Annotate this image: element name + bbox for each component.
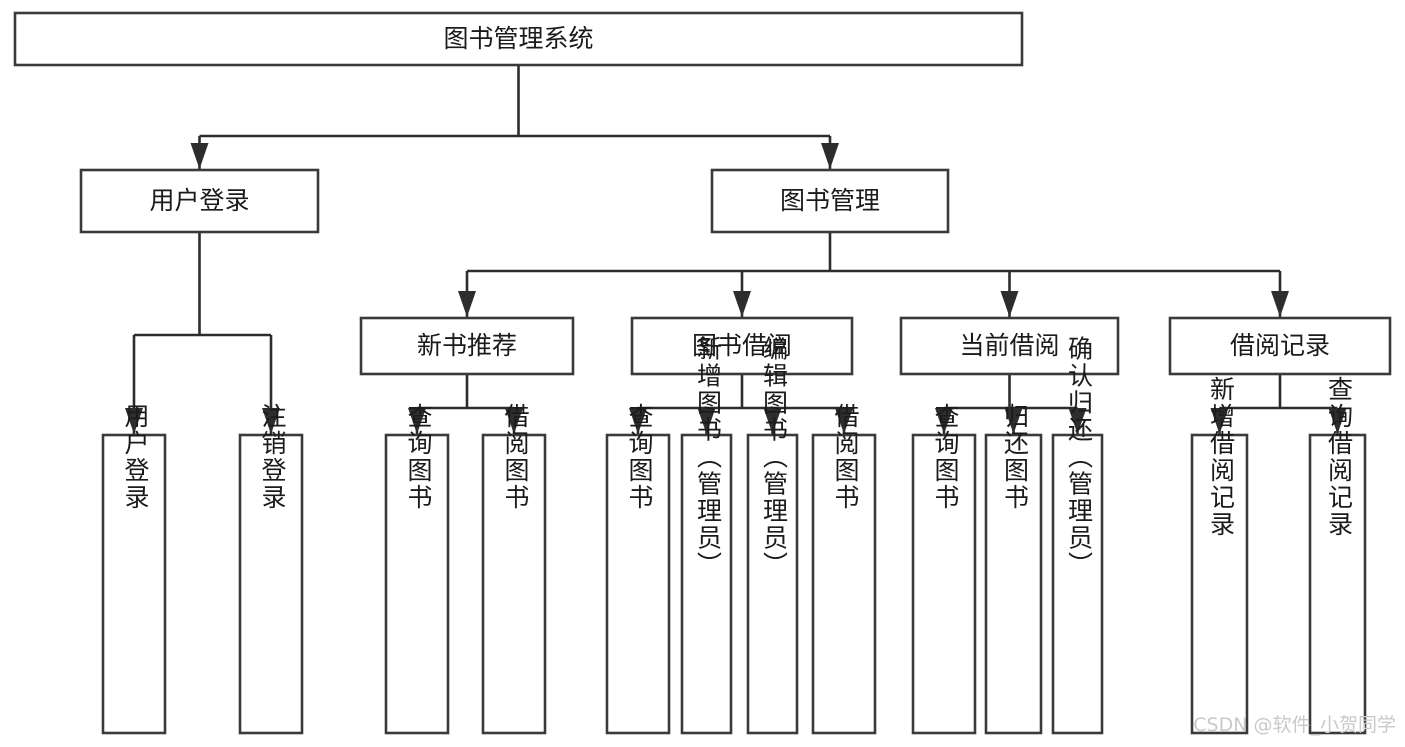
node-rect: [481, 433, 547, 735]
node-label: 新增图书（管理员）: [694, 336, 723, 579]
node-rect: [710, 168, 950, 234]
node-label: 编辑图书（管理员）: [760, 336, 789, 579]
node-rect: [384, 433, 450, 735]
leaf-leaf-user-login[interactable]: 用户登录: [101, 403, 167, 735]
node-label: 查询借阅记录: [1325, 376, 1354, 538]
node-rect: [811, 433, 877, 735]
node-label: 用户登录: [121, 403, 150, 511]
leaf-leaf-logout[interactable]: 注销登录: [238, 403, 304, 735]
node-label: 借阅图书: [501, 403, 530, 511]
leaf-leaf-return-book[interactable]: 归还图书: [984, 403, 1043, 735]
node-label: 新增借阅记录: [1207, 376, 1236, 538]
node-label: 当前借阅: [959, 331, 1059, 360]
leaf-leaf-confirm-return[interactable]: 确认归还（管理员）: [1051, 336, 1104, 735]
arrow-head-icon: [629, 408, 647, 434]
node-new-book-recommend[interactable]: 新书推荐: [359, 316, 575, 376]
arrow-head-icon: [505, 408, 523, 434]
node-root[interactable]: 图书管理系统: [13, 11, 1024, 67]
leaf-leaf-add-book[interactable]: 新增图书（管理员）: [680, 336, 733, 735]
node-current-borrow[interactable]: 当前借阅: [899, 316, 1120, 376]
node-rect: [605, 433, 671, 735]
node-label: 归还图书: [1001, 403, 1030, 511]
node-label: 查询图书: [931, 403, 960, 511]
node-label: 借阅图书: [831, 403, 860, 511]
arrow-head-icon: [1210, 408, 1229, 434]
leaf-leaf-query-record[interactable]: 查询借阅记录: [1308, 376, 1367, 735]
arrow-head-icon: [190, 143, 209, 169]
leaf-leaf-query-book-2[interactable]: 查询图书: [605, 403, 671, 735]
arrow-head-icon: [1000, 291, 1019, 317]
node-rect: [101, 433, 167, 735]
node-label: 查询图书: [625, 403, 654, 511]
arrow-head-icon: [1068, 408, 1087, 434]
node-borrow-record[interactable]: 借阅记录: [1168, 316, 1392, 376]
node-boxes: 图书管理系统用户登录图书管理新书推荐图书借阅当前借阅借阅记录用户登录注销登录查询…: [13, 11, 1392, 735]
arrow-head-icon: [821, 143, 839, 169]
leaf-leaf-query-book-3[interactable]: 查询图书: [911, 403, 977, 735]
node-rect: [1190, 433, 1249, 735]
node-rect: [746, 433, 799, 735]
node-user-login[interactable]: 用户登录: [79, 168, 320, 234]
leaf-leaf-query-book-1[interactable]: 查询图书: [384, 403, 450, 735]
leaf-leaf-borrow-book-2[interactable]: 借阅图书: [811, 403, 877, 735]
node-rect: [1051, 433, 1104, 735]
node-rect: [630, 316, 854, 376]
arrow-head-icon: [697, 408, 716, 434]
arrow-head-icon: [408, 408, 426, 434]
node-label: 图书管理系统: [443, 24, 593, 53]
node-label: 图书借阅: [692, 331, 792, 360]
node-rect: [79, 168, 320, 234]
node-rect: [1168, 316, 1392, 376]
node-rect: [911, 433, 977, 735]
node-rect: [238, 433, 304, 735]
node-label: 查询图书: [404, 403, 433, 511]
node-rect: [984, 433, 1043, 735]
arrow-head-icon: [1271, 291, 1289, 317]
leaf-leaf-add-record[interactable]: 新增借阅记录: [1190, 376, 1249, 735]
arrow-head-icon: [935, 408, 953, 434]
node-label: 用户登录: [149, 186, 249, 215]
arrow-head-icon: [262, 408, 280, 434]
arrow-head-icon: [125, 408, 143, 434]
arrow-head-icon: [733, 291, 751, 317]
arrow-head-icon: [1004, 408, 1023, 434]
node-label: 借阅记录: [1230, 331, 1330, 360]
node-rect: [899, 316, 1120, 376]
leaf-leaf-borrow-book-1[interactable]: 借阅图书: [481, 403, 547, 735]
node-rect: [13, 11, 1024, 67]
leaf-leaf-edit-book[interactable]: 编辑图书（管理员）: [746, 336, 799, 735]
node-book-borrow[interactable]: 图书借阅: [630, 316, 854, 376]
node-label: 图书管理: [780, 186, 880, 215]
node-label: 注销登录: [258, 403, 287, 511]
arrow-head-icon: [458, 291, 476, 317]
node-book-manage[interactable]: 图书管理: [710, 168, 950, 234]
node-rect: [359, 316, 575, 376]
node-label: 确认归还（管理员）: [1065, 336, 1094, 579]
arrow-head-icon: [763, 408, 782, 434]
node-rect: [1308, 433, 1367, 735]
node-rect: [680, 433, 733, 735]
node-label: 新书推荐: [417, 331, 517, 360]
arrow-head-icon: [835, 408, 853, 434]
arrow-head-icon: [1328, 408, 1347, 434]
connector-edges: [125, 65, 1347, 434]
csdn-watermark: CSDN @软件_小贺同学: [1193, 714, 1396, 736]
